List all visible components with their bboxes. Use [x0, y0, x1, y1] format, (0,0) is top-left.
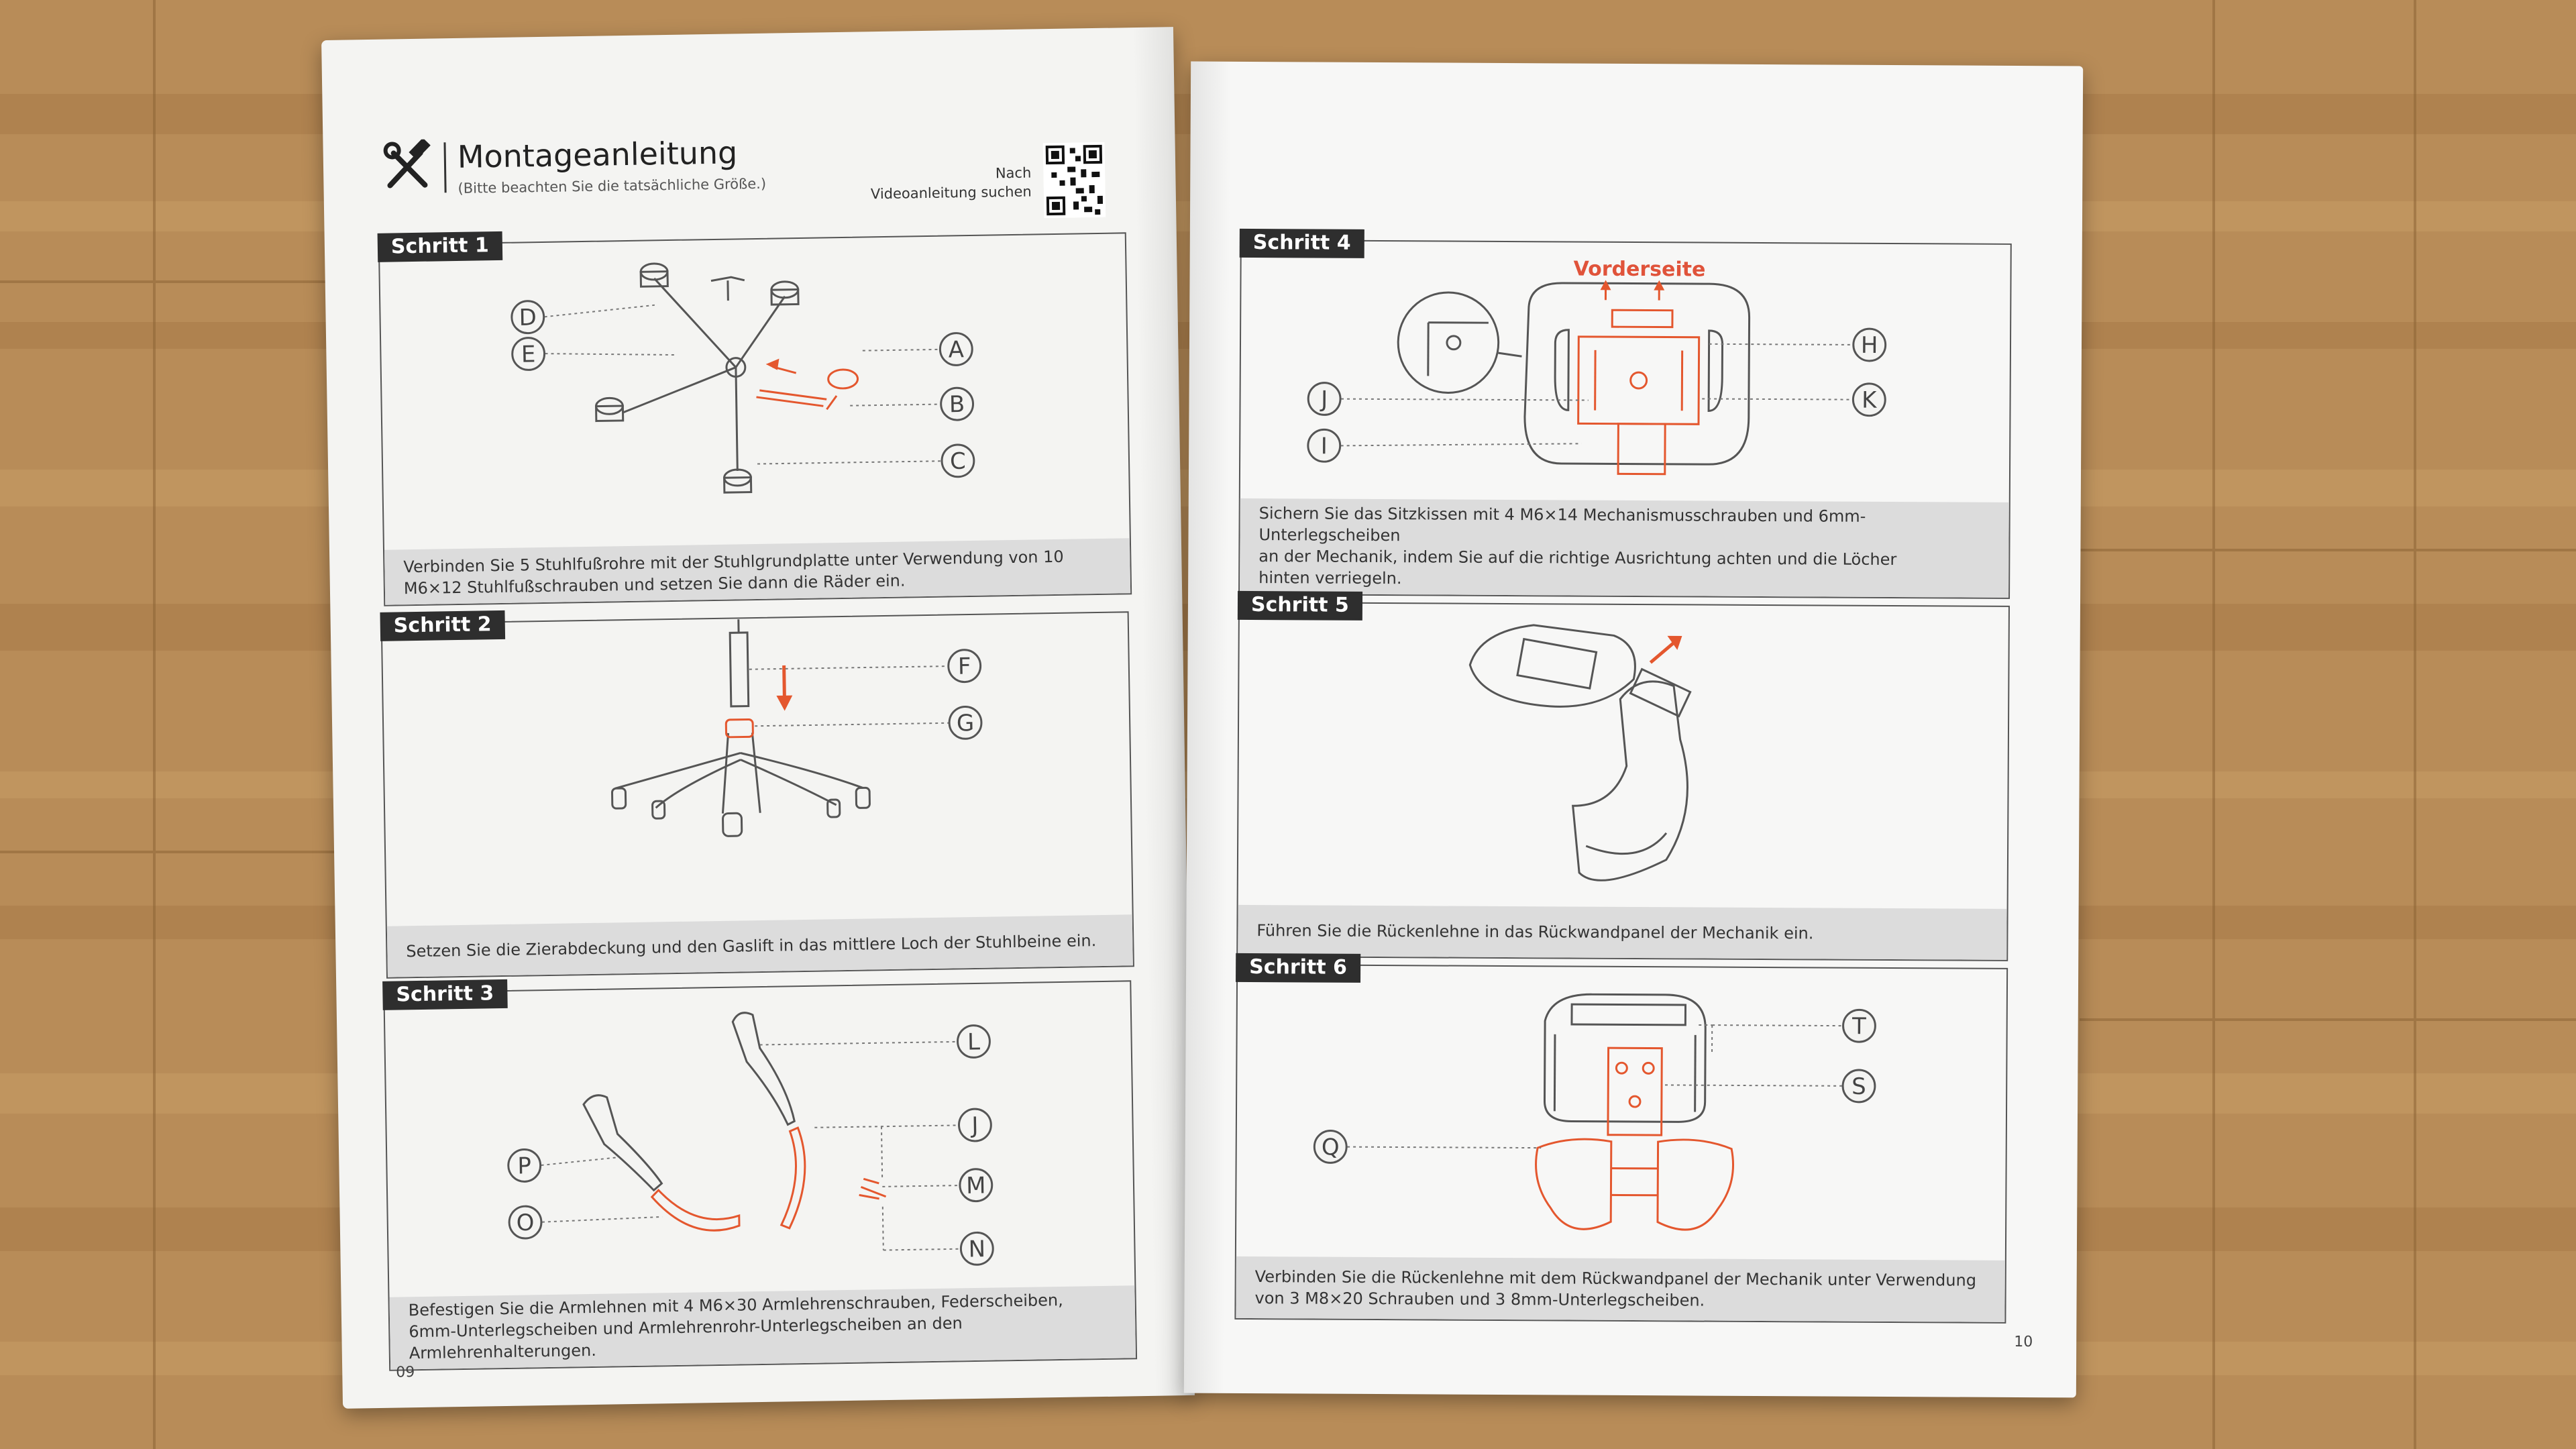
left-page: Montageanleitung (Bitte beachten Sie die…: [321, 27, 1195, 1409]
callout-g: G: [957, 710, 975, 736]
step-3-panel: Schritt 3: [382, 979, 1138, 1371]
step-2-caption: Setzen Sie die Zierabdeckung und den Gas…: [386, 914, 1133, 977]
step-1-panel: Schritt 1: [377, 231, 1132, 606]
callout-j: J: [970, 1112, 979, 1138]
page-number: 09: [396, 1364, 415, 1381]
step-6-diagram: T S Q: [1313, 993, 1876, 1231]
step-2-diagram: F G: [611, 619, 983, 837]
header-divider: [443, 142, 447, 193]
page-header: Montageanleitung (Bitte beachten Sie die…: [380, 108, 1120, 254]
callout-b: B: [949, 391, 965, 417]
page-subtitle: (Bitte beachten Sie die tatsächliche Grö…: [458, 175, 767, 197]
qr-label: Nach Videoanleitung suchen: [870, 164, 1032, 204]
callout-c: C: [950, 448, 966, 474]
callout-i: I: [1321, 433, 1328, 459]
callout-s: S: [1851, 1073, 1866, 1099]
step-6-caption: Verbinden Sie die Rückenlehne mit dem Rü…: [1236, 1256, 2005, 1322]
step-2-caption-line1: Setzen Sie die Zierabdeckung und den Gas…: [406, 931, 1097, 961]
step-4-caption: Sichern Sie das Sitzkissen mit 4 M6×14 M…: [1240, 498, 2009, 598]
callout-h: H: [1861, 332, 1878, 358]
callout-k: K: [1862, 387, 1877, 413]
callout-o: O: [516, 1210, 534, 1236]
callout-p: P: [517, 1152, 531, 1179]
callout-t: T: [1851, 1013, 1866, 1039]
step-4-panel: Schritt 4 Vorderseite: [1238, 228, 2012, 599]
right-page: Schritt 4 Vorderseite: [1183, 61, 2084, 1398]
tools-icon: [383, 139, 431, 189]
callout-l: L: [967, 1028, 981, 1055]
gutter-shadow: [1183, 61, 1232, 1393]
callout-e: E: [521, 341, 536, 367]
step-4-caption-line3: hinten verriegeln.: [1258, 568, 1402, 588]
callout-n: N: [968, 1236, 985, 1262]
step-1-caption: Verbinden Sie 5 Stuhlfußrohre mit der St…: [384, 538, 1131, 605]
step-5-panel: Schritt 5 Führen Sie die Rückenlehne in …: [1236, 590, 2010, 961]
step-3-diagram: L J P M O N: [507, 1012, 994, 1266]
step-2-panel: Schritt 2 F: [380, 610, 1134, 979]
step-6-panel: Schritt 6: [1234, 953, 2008, 1324]
step-6-caption-line2: von 3 M8×20 Schrauben und 3 8mm-Unterleg…: [1254, 1289, 1705, 1310]
callout-q: Q: [1322, 1134, 1340, 1160]
step-4-caption-line1: Sichern Sie das Sitzkissen mit 4 M6×14 M…: [1258, 504, 1866, 545]
qr-label-line2: Videoanleitung suchen: [870, 183, 1032, 203]
step-3-caption: Befestigen Sie die Armlehnen mit 4 M6×30…: [389, 1285, 1136, 1370]
step-5-caption: Führen Sie die Rückenlehne in das Rückwa…: [1238, 904, 2007, 960]
callout-a: A: [948, 336, 964, 362]
step-1-diagram: D E A B C: [511, 262, 975, 494]
step-5-caption-line1: Führen Sie die Rückenlehne in das Rückwa…: [1256, 921, 1814, 943]
page-title: Montageanleitung: [457, 134, 738, 175]
callout-j: J: [1320, 386, 1328, 412]
callout-m: M: [966, 1172, 986, 1198]
qr-label-line1: Nach: [995, 164, 1032, 182]
step-5-diagram: [1468, 624, 1692, 881]
callout-f: F: [958, 653, 971, 679]
step-4-diagram: H J K I: [1307, 280, 1887, 476]
callout-d: D: [519, 304, 537, 330]
qr-code-icon[interactable]: [1042, 142, 1106, 219]
page-number: 10: [2014, 1333, 2033, 1351]
